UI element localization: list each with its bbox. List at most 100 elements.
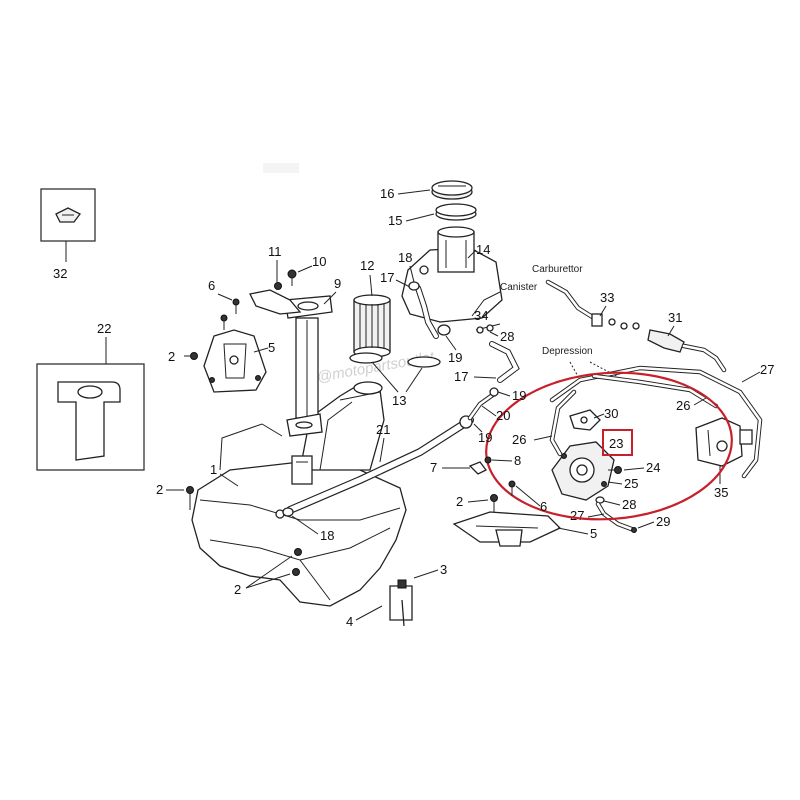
clip-7 bbox=[468, 461, 487, 475]
leader-19-low bbox=[473, 423, 483, 433]
tank-bottom-fitting bbox=[389, 579, 413, 627]
inset-box-22 bbox=[36, 337, 145, 471]
callout-2-bottom: 2 bbox=[234, 582, 241, 597]
leader-6-left bbox=[217, 293, 233, 301]
expansion-tank bbox=[401, 226, 503, 323]
screw-2-bracket bbox=[184, 352, 198, 360]
leader-16 bbox=[397, 189, 431, 195]
callout-12: 12 bbox=[360, 258, 374, 273]
bracket-30 bbox=[569, 409, 601, 431]
tube-long-right bbox=[549, 365, 763, 479]
leader-13-a bbox=[371, 361, 399, 393]
clip-18-upper bbox=[408, 281, 420, 291]
tube-carburettor bbox=[545, 279, 597, 321]
callout-19-mid: 19 bbox=[512, 388, 526, 403]
callout-15: 15 bbox=[388, 213, 402, 228]
callout-5-left: 5 bbox=[268, 340, 275, 355]
callout-31: 31 bbox=[668, 310, 682, 325]
callout-22: 22 bbox=[97, 321, 111, 336]
callout-20: 20 bbox=[496, 408, 510, 423]
callout-25: 25 bbox=[624, 476, 638, 491]
highlight-ellipse bbox=[485, 371, 733, 521]
callout-26-right: 26 bbox=[676, 398, 690, 413]
screw-24 bbox=[608, 466, 622, 474]
callout-9: 9 bbox=[334, 276, 341, 291]
leader-6-right bbox=[515, 485, 541, 507]
callout-35: 35 bbox=[714, 485, 728, 500]
highlight-box-23[interactable] bbox=[602, 429, 633, 456]
callout-29: 29 bbox=[656, 514, 670, 529]
callout-17-upper: 17 bbox=[380, 270, 394, 285]
leader-19-upper bbox=[445, 335, 457, 351]
leader-10 bbox=[297, 265, 313, 273]
leader-19-mid bbox=[497, 391, 511, 397]
fitting-34 bbox=[475, 323, 501, 334]
bracket-left bbox=[203, 329, 267, 393]
callout-10: 10 bbox=[312, 254, 326, 269]
screw-2-tank-left bbox=[186, 486, 194, 510]
callout-4: 4 bbox=[346, 614, 353, 629]
callout-13: 13 bbox=[392, 393, 406, 408]
gasket-left bbox=[220, 289, 302, 330]
hose-17-upper bbox=[415, 285, 439, 339]
leader-2-bottom-b bbox=[245, 573, 291, 589]
screw-10 bbox=[287, 269, 297, 286]
leader-1 bbox=[219, 473, 239, 487]
leader-18-lower bbox=[291, 515, 319, 535]
leader-3 bbox=[413, 569, 439, 579]
callout-24: 24 bbox=[646, 460, 660, 475]
callout-26-left: 26 bbox=[512, 432, 526, 447]
screw-6-right bbox=[508, 480, 516, 496]
callout-28-top: 28 bbox=[500, 329, 514, 344]
depression-leader-b bbox=[589, 361, 621, 379]
screw-11 bbox=[274, 282, 282, 290]
callout-2-right: 2 bbox=[456, 494, 463, 509]
bracket-right bbox=[452, 511, 562, 547]
callout-2-bracket: 2 bbox=[168, 349, 175, 364]
inset-box-32 bbox=[40, 188, 96, 262]
clip-29 bbox=[631, 527, 637, 533]
callout-23[interactable]: 23 bbox=[609, 436, 623, 451]
leader-18-upper bbox=[409, 265, 415, 283]
leader-26-right bbox=[693, 397, 707, 406]
filler-cap-16 bbox=[431, 180, 473, 200]
leader-25 bbox=[607, 481, 623, 485]
callout-32: 32 bbox=[53, 266, 67, 281]
leader-5-right bbox=[557, 527, 589, 535]
leader-24 bbox=[623, 467, 645, 471]
leader-2-bottom-a bbox=[245, 555, 293, 589]
leader-27-right bbox=[741, 371, 761, 383]
callout-6-right: 6 bbox=[540, 499, 547, 514]
screw-2-right bbox=[490, 494, 498, 512]
callout-7: 7 bbox=[430, 460, 437, 475]
clamps-13 bbox=[349, 352, 441, 368]
callout-14: 14 bbox=[476, 242, 490, 257]
leader-9 bbox=[323, 291, 337, 305]
leader-20 bbox=[481, 405, 497, 417]
hose-19-upper bbox=[437, 324, 451, 336]
callout-18-lower: 18 bbox=[320, 528, 334, 543]
screw-8 bbox=[484, 456, 492, 464]
leader-27-lower bbox=[587, 513, 605, 518]
fuel-filter bbox=[353, 294, 391, 358]
clip-18-lower bbox=[282, 507, 294, 517]
leader-8 bbox=[491, 459, 513, 462]
canister-label: Canister bbox=[500, 282, 538, 293]
hose-17-lower bbox=[489, 341, 520, 383]
leader-21 bbox=[379, 437, 385, 463]
callout-19-upper: 19 bbox=[448, 350, 462, 365]
tube-26-left bbox=[549, 389, 577, 457]
callout-2-tank-left: 2 bbox=[156, 482, 163, 497]
carburettor-label: Carburettor bbox=[532, 264, 583, 275]
leader-15 bbox=[405, 213, 435, 222]
leader-28-top bbox=[489, 331, 499, 337]
leader-31 bbox=[667, 325, 675, 337]
leader-12 bbox=[369, 274, 373, 297]
leader-29 bbox=[637, 521, 655, 529]
callout-33: 33 bbox=[600, 290, 614, 305]
callout-16: 16 bbox=[380, 186, 394, 201]
fuel-tap-35 bbox=[695, 417, 753, 467]
callout-27-right: 27 bbox=[760, 362, 774, 377]
callout-30: 30 bbox=[604, 406, 618, 421]
